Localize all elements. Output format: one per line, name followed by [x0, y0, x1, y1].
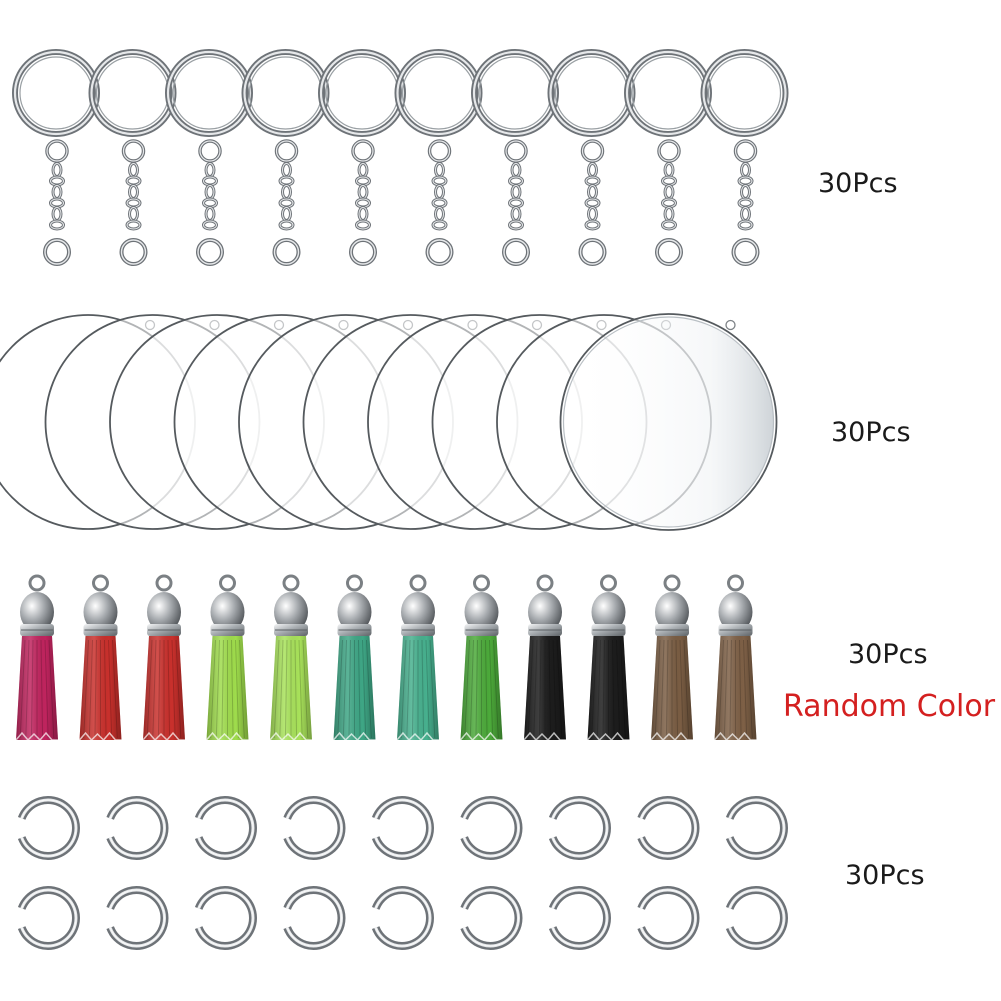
keyring-icon: [241, 49, 330, 266]
jump-ring-icon: [725, 886, 788, 950]
jump-ring-icon: [194, 796, 257, 860]
jump-ring-icon: [725, 796, 788, 860]
keyring-icon: [165, 49, 253, 266]
keyring-icon: [88, 49, 177, 266]
acrylic-disc-row: [0, 313, 778, 531]
jump-ring-icon: [637, 886, 700, 950]
jump-ring-icon: [460, 886, 523, 950]
jump-ring-icon: [637, 796, 700, 860]
keyring-icon: [471, 49, 559, 266]
keyring-icon: [624, 49, 712, 266]
jump-ring-icon: [194, 886, 257, 950]
keyring-icon: [12, 49, 100, 266]
tassel-icon: [205, 574, 249, 742]
keyring-icon: [700, 49, 789, 266]
tassel-icon: [332, 574, 376, 742]
tassel-icon: [650, 574, 693, 742]
keyring-quantity-label: 30Pcs: [818, 168, 898, 199]
tassel-icon: [523, 574, 566, 742]
jump-ring-icon: [460, 796, 523, 860]
jump-ring-icon: [283, 886, 346, 950]
jump-ring-quantity-label: 30Pcs: [845, 860, 925, 891]
jump-ring-icon: [548, 886, 611, 950]
keyring-icon: [318, 49, 406, 266]
jump-ring-icon: [17, 796, 80, 860]
jump-ring-icon: [17, 886, 80, 950]
disc-quantity-label: 30Pcs: [831, 417, 911, 448]
acrylic-disc-icon: [559, 313, 778, 531]
tassel-quantity-label: 30Pcs: [848, 639, 928, 670]
keyring-icon: [547, 49, 636, 266]
jump-ring-icon: [371, 796, 434, 860]
tassel-icon: [269, 574, 312, 742]
tassel-icon: [78, 574, 122, 742]
jump-ring-icon: [283, 796, 346, 860]
jump-ring-icon: [106, 886, 169, 950]
jump-ring-icon: [106, 796, 169, 860]
tassel-icon: [396, 574, 439, 742]
keyring-icon: [394, 49, 483, 266]
tassel-icon: [586, 574, 630, 742]
jump-ring-grid: [17, 796, 788, 950]
tassel-icon: [142, 574, 185, 742]
tassel-row: [15, 574, 757, 742]
tassel-icon: [713, 574, 757, 742]
tassel-icon: [15, 574, 58, 742]
keyring-row: [12, 49, 789, 266]
jump-ring-icon: [371, 886, 434, 950]
random-color-note: Random Color: [783, 689, 996, 724]
jump-ring-icon: [548, 796, 611, 860]
tassel-icon: [459, 574, 503, 742]
